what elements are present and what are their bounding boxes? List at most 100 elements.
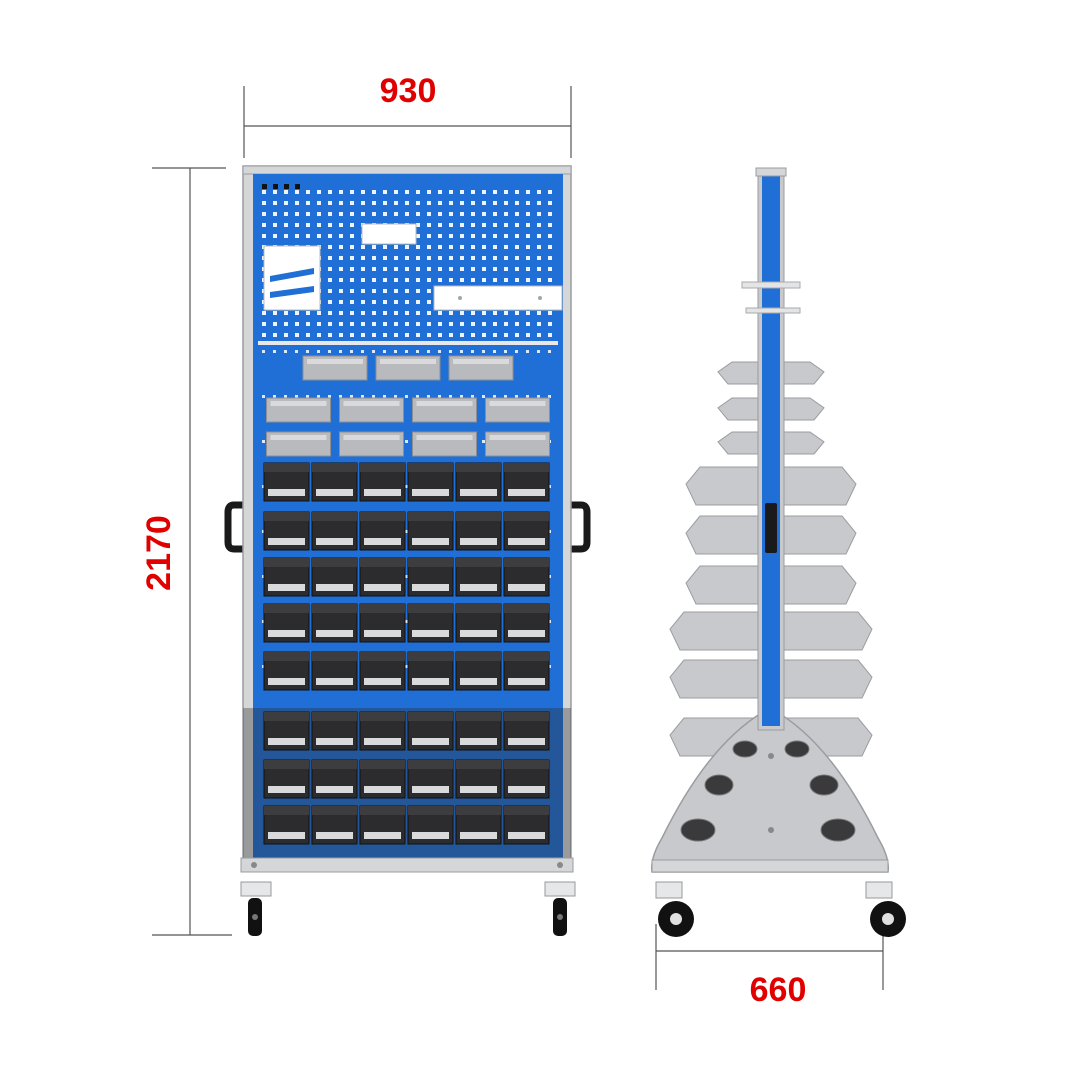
peg-hole bbox=[427, 289, 431, 293]
peg-hole bbox=[537, 190, 541, 194]
peg-hole bbox=[328, 395, 331, 398]
peg-hole bbox=[482, 245, 486, 249]
base-holes bbox=[680, 717, 856, 842]
peg-hole bbox=[317, 201, 321, 205]
peg-hole bbox=[394, 212, 398, 216]
dark-bin-top bbox=[408, 806, 453, 815]
peg-hole bbox=[537, 311, 541, 315]
handle-left bbox=[224, 501, 244, 553]
peg-hole bbox=[361, 256, 365, 260]
peg-hole bbox=[504, 278, 508, 282]
peg-hole bbox=[394, 333, 398, 337]
holder-long-pin-b bbox=[538, 296, 542, 300]
caster-hub bbox=[252, 914, 258, 920]
base-hole bbox=[732, 740, 758, 758]
depth-dimension: 660 bbox=[655, 924, 884, 1009]
dark-bin-top bbox=[504, 806, 549, 815]
dark-bin-label bbox=[508, 678, 545, 685]
peg-hole bbox=[262, 322, 266, 326]
caster-left bbox=[240, 881, 272, 936]
light-bin-lip bbox=[270, 435, 327, 440]
dark-bin-label bbox=[316, 538, 353, 545]
peg-hole bbox=[460, 201, 464, 205]
dark-bin-label bbox=[364, 678, 401, 685]
peg-hole bbox=[548, 311, 552, 315]
dark-bin-label bbox=[412, 786, 449, 793]
peg-hole bbox=[416, 212, 420, 216]
peg-hole bbox=[504, 311, 508, 315]
peg-hole bbox=[515, 223, 519, 227]
tray-right bbox=[783, 466, 857, 506]
peg-hole bbox=[427, 333, 431, 337]
peg-hole bbox=[394, 256, 398, 260]
peg-hole bbox=[295, 311, 299, 315]
tray-right bbox=[783, 659, 873, 699]
peg-hole bbox=[350, 267, 354, 271]
peg-hole bbox=[350, 278, 354, 282]
peg-hole bbox=[306, 212, 310, 216]
peg-hole bbox=[383, 350, 386, 353]
peg-hole bbox=[405, 267, 409, 271]
peg-hole bbox=[482, 278, 486, 282]
peg-hole bbox=[449, 267, 453, 271]
peg-hole bbox=[317, 223, 321, 227]
peg-hole bbox=[438, 311, 442, 315]
peg-hole bbox=[383, 333, 387, 337]
peg-hole bbox=[328, 350, 331, 353]
peg-hole bbox=[273, 234, 277, 238]
peg-hole bbox=[438, 350, 441, 353]
dark-bin-top bbox=[360, 463, 405, 472]
peg-hole bbox=[361, 395, 364, 398]
tool-dot bbox=[262, 184, 267, 189]
peg-hole bbox=[273, 223, 277, 227]
peg-hole bbox=[295, 333, 299, 337]
peg-hole bbox=[537, 201, 541, 205]
peg-hole bbox=[262, 223, 266, 227]
peg-hole bbox=[460, 190, 464, 194]
peg-hole bbox=[427, 350, 430, 353]
peg-hole bbox=[372, 267, 376, 271]
peg-hole bbox=[284, 212, 288, 216]
dark-bin-label bbox=[412, 738, 449, 745]
column-pegboard bbox=[762, 176, 780, 726]
peg-hole bbox=[328, 212, 332, 216]
peg-hole bbox=[405, 395, 408, 398]
dark-bin-label bbox=[316, 630, 353, 637]
peg-hole bbox=[438, 245, 442, 249]
peg-hole bbox=[427, 190, 431, 194]
dark-bin-label bbox=[508, 584, 545, 591]
dark-bin-label bbox=[316, 832, 353, 839]
dark-bin-top bbox=[312, 652, 357, 661]
peg-hole bbox=[416, 289, 420, 293]
peg-hole bbox=[262, 395, 265, 398]
peg-hole bbox=[526, 311, 530, 315]
peg-hole bbox=[317, 212, 321, 216]
peg-hole bbox=[493, 234, 497, 238]
dark-bin-label bbox=[460, 786, 497, 793]
dark-bin-top bbox=[360, 512, 405, 521]
dark-bin-top bbox=[360, 558, 405, 567]
light-bin-lip bbox=[307, 359, 363, 364]
peg-hole bbox=[350, 201, 354, 205]
peg-hole bbox=[339, 278, 343, 282]
peg-hole bbox=[526, 201, 530, 205]
light-bin-lip bbox=[270, 401, 327, 406]
dark-bin-label bbox=[316, 738, 353, 745]
peg-hole bbox=[482, 256, 486, 260]
peg-hole bbox=[372, 278, 376, 282]
peg-hole bbox=[361, 322, 365, 326]
dark-bin-label bbox=[268, 832, 305, 839]
peg-hole bbox=[449, 311, 453, 315]
peg-hole bbox=[339, 350, 342, 353]
peg-hole bbox=[537, 267, 541, 271]
peg-hole bbox=[383, 201, 387, 205]
peg-hole bbox=[405, 289, 409, 293]
peg-hole bbox=[361, 267, 365, 271]
peg-hole bbox=[383, 300, 387, 304]
dark-bin-label bbox=[412, 630, 449, 637]
tray-left bbox=[669, 611, 759, 651]
peg-hole bbox=[273, 212, 277, 216]
peg-hole bbox=[361, 350, 364, 353]
peg-hole bbox=[548, 190, 552, 194]
peg-hole bbox=[482, 223, 486, 227]
